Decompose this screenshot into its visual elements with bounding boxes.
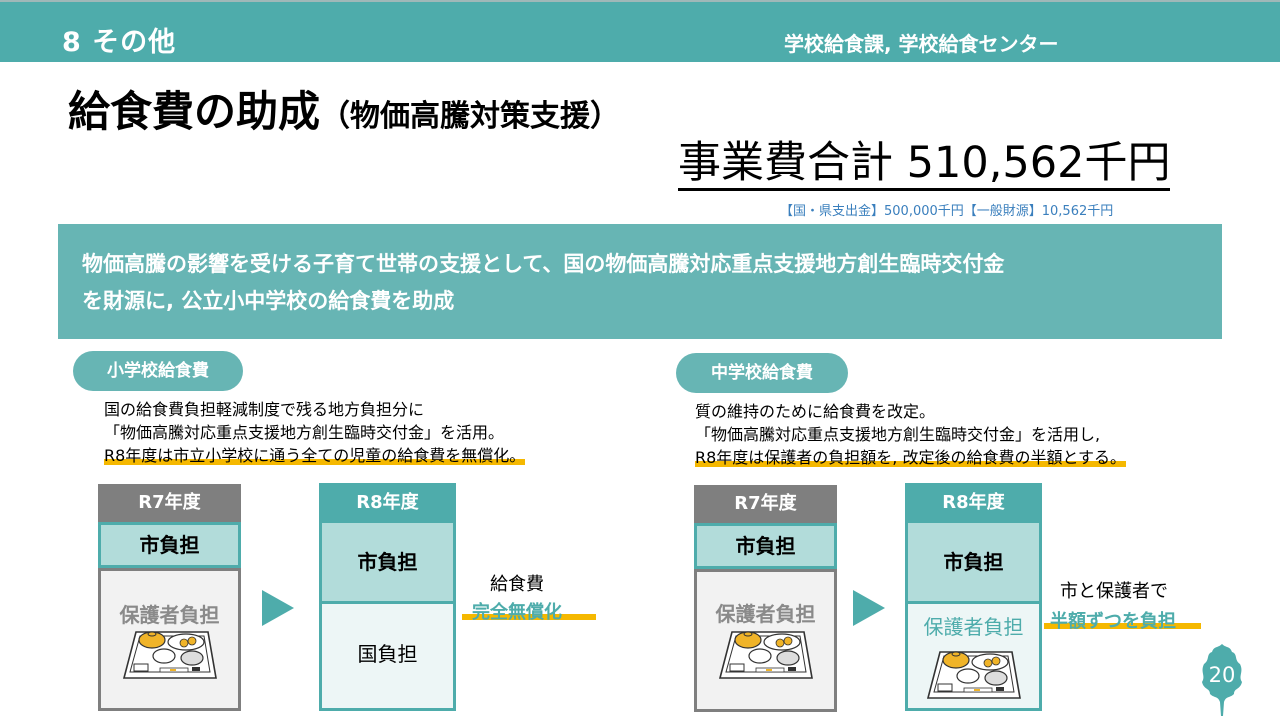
summary-line-1: 物価高騰の影響を受ける子育て世帯の支援として、国の物価高騰対応重点支援地方創生臨… xyxy=(82,252,1005,276)
junior-high-r8-parent-label: 保護者負担 xyxy=(923,615,1024,639)
budget-total: 事業費合計 510,562千円 xyxy=(678,138,1171,191)
junior-high-result-line-1: 市と保護者で xyxy=(1060,581,1168,602)
junior-high-r7-parent-label: 保護者負担 xyxy=(715,602,816,626)
elementary-label-pill: 小学校給食費 xyxy=(73,351,243,391)
arrow-right-icon xyxy=(262,590,294,626)
elementary-r7-city-cell: 市負担 xyxy=(98,522,241,568)
elementary-desc-line-3: R8年度は市立小学校に通う全ての児童の給食費を無償化。 xyxy=(104,446,526,465)
arrow-right-icon xyxy=(853,590,885,626)
meal-tray-icon xyxy=(122,631,217,679)
elementary-result-line-2: 完全無償化 xyxy=(472,602,562,623)
page-title-main: 給食費の助成 xyxy=(68,87,321,136)
elementary-r7-parent-label: 保護者負担 xyxy=(119,603,220,627)
junior-high-r7-header: R7年度 xyxy=(694,485,837,523)
elementary-description: 国の給食費負担軽減制度で残る地方負担分に 「物価高騰対応重点支援地方創生臨時交付… xyxy=(104,398,526,467)
leaf-page-badge-icon xyxy=(1202,644,1242,716)
summary-text: 物価高騰の影響を受ける子育て世帯の支援として、国の物価高騰対応重点支援地方創生臨… xyxy=(82,246,1212,320)
junior-high-description: 質の維持のために給食費を改定。 「物価高騰対応重点支援地方創生臨時交付金」を活用… xyxy=(695,400,1126,469)
junior-high-r8-city-cell: 市負担 xyxy=(908,523,1039,601)
budget-breakdown: 【国・県支出金】500,000千円【一般財源】10,562千円 xyxy=(780,204,1114,219)
elementary-desc-line-2: 「物価高騰対応重点支援地方創生臨時交付金」を活用。 xyxy=(104,423,505,442)
junior-high-desc-line-2: 「物価高騰対応重点支援地方創生臨時交付金」を活用し, xyxy=(695,425,1101,444)
elementary-r8-header: R8年度 xyxy=(319,483,456,523)
junior-high-result-line-2: 半額ずつを負担 xyxy=(1050,611,1176,632)
summary-box xyxy=(58,224,1222,339)
meal-tray-icon xyxy=(926,651,1021,699)
junior-high-desc-line-1: 質の維持のために給食費を改定。 xyxy=(695,402,936,421)
junior-high-r8-header: R8年度 xyxy=(905,483,1042,523)
page-title-sub: （物価高騰対策支援） xyxy=(320,99,621,134)
elementary-desc-line-1: 国の給食費負担軽減制度で残る地方負担分に xyxy=(104,400,425,419)
summary-line-2: を財源に, 公立小中学校の給食費を助成 xyxy=(82,289,455,313)
meal-tray-icon xyxy=(718,631,813,679)
header-band xyxy=(0,0,1280,62)
junior-high-desc-line-3: R8年度は保護者の負担額を, 改定後の給食費の半額とする。 xyxy=(695,448,1126,467)
elementary-result-line-1: 給食費 xyxy=(490,574,544,595)
page-title: 給食費の助成（物価高騰対策支援） xyxy=(68,78,620,139)
section-title: 8 その他 xyxy=(62,27,177,58)
department-label: 学校給食課, 学校給食センター xyxy=(784,32,1059,56)
junior-high-label-pill: 中学校給食費 xyxy=(676,353,848,393)
elementary-r7-header: R7年度 xyxy=(98,484,241,522)
page-number: 20 xyxy=(1208,663,1236,687)
junior-high-r7-city-cell: 市負担 xyxy=(694,523,837,569)
elementary-r8-city-cell: 市負担 xyxy=(322,523,453,601)
elementary-r8-national-cell: 国負担 xyxy=(357,642,418,666)
